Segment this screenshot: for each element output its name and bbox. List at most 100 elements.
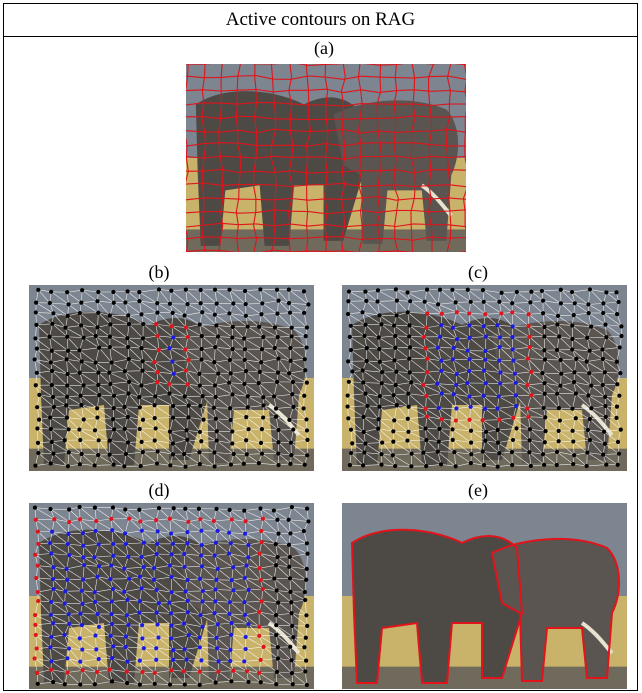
- rag-edge: [527, 358, 543, 374]
- rag-edge: [199, 637, 218, 649]
- boundary-row: [186, 142, 466, 147]
- rag-node: [604, 462, 609, 467]
- rag-edge: [109, 669, 127, 672]
- rag-edge: [261, 314, 276, 328]
- rag-node: [301, 289, 307, 294]
- rag-edge: [35, 622, 54, 626]
- rag-edge: [229, 509, 245, 511]
- rag-edge: [127, 416, 140, 430]
- rag-node: [288, 589, 293, 594]
- rag-node: [231, 451, 236, 457]
- rag-edge: [37, 681, 54, 685]
- rag-edge: [469, 419, 483, 421]
- rag-node: [556, 439, 561, 444]
- rag-edge: [394, 418, 408, 421]
- rag-node: [122, 426, 127, 431]
- interior-node: [214, 635, 219, 640]
- rag-edge: [407, 440, 424, 453]
- rag-node: [198, 403, 203, 408]
- rag-node: [275, 517, 280, 522]
- rag-edge: [393, 325, 410, 337]
- rag-edge: [124, 393, 129, 407]
- rag-edge: [50, 647, 69, 649]
- rag-node: [288, 644, 293, 649]
- rag-edge: [199, 463, 215, 467]
- rag-edge: [173, 373, 188, 385]
- rag-node: [586, 393, 591, 398]
- rag-edge: [54, 518, 70, 523]
- rag-edge: [214, 555, 219, 569]
- rag-node: [107, 344, 112, 350]
- rag-edge: [124, 518, 130, 534]
- rag-node: [34, 322, 39, 327]
- rag-edge: [97, 327, 111, 337]
- rag-edge: [347, 393, 366, 396]
- rag-edge: [52, 531, 69, 535]
- rag-edge: [246, 439, 262, 444]
- rag-node: [261, 395, 266, 400]
- rag-edge: [278, 453, 292, 456]
- rag-node: [360, 463, 366, 468]
- rag-edge: [185, 370, 189, 385]
- rag-edge: [140, 452, 144, 467]
- rag-edge: [603, 303, 618, 315]
- rag-edge: [483, 301, 502, 314]
- rag-edge: [229, 313, 246, 317]
- rag-node: [289, 334, 294, 339]
- contour-node: [525, 382, 530, 387]
- rag-node: [600, 347, 605, 352]
- rag-edge: [125, 509, 141, 522]
- rag-edge: [542, 313, 545, 328]
- rag-edge: [39, 394, 54, 398]
- interior-node: [199, 564, 205, 569]
- rag-edge: [34, 507, 55, 520]
- rag-edge: [36, 372, 53, 386]
- rag-edge: [291, 506, 308, 509]
- rag-node: [256, 461, 261, 466]
- rag-node: [539, 288, 545, 294]
- rag-node: [614, 359, 619, 364]
- rag-edge: [98, 657, 113, 660]
- rag-edge: [531, 393, 545, 396]
- rag-node: [77, 310, 82, 316]
- rag-node: [261, 334, 266, 340]
- rag-edge: [66, 568, 84, 580]
- rag-node: [126, 356, 131, 362]
- rag-edge: [438, 407, 457, 421]
- rag-edge: [407, 418, 426, 429]
- rag-node: [110, 417, 116, 422]
- rag-edge: [50, 601, 69, 615]
- interior-node: [171, 335, 176, 340]
- rag-edge: [605, 324, 607, 338]
- interior-node: [92, 599, 98, 605]
- rag-edge: [216, 508, 232, 520]
- rag-edge: [169, 518, 188, 533]
- rag-node: [140, 336, 146, 341]
- rag-edge: [470, 430, 487, 433]
- rag-node: [276, 356, 281, 361]
- rag-edge: [499, 451, 513, 454]
- rag-edge: [531, 371, 545, 384]
- rag-node: [364, 358, 369, 364]
- rag-edge: [394, 358, 410, 361]
- rag-edge: [35, 312, 54, 314]
- rag-edge: [173, 370, 187, 375]
- rag-edge: [185, 370, 201, 386]
- rag-edge: [573, 463, 587, 467]
- rag-edge: [184, 647, 200, 650]
- rag-node: [245, 394, 250, 399]
- interior-node: [96, 564, 102, 569]
- rag-node: [124, 680, 130, 686]
- rag-edge: [426, 370, 442, 373]
- rag-edge: [572, 418, 577, 431]
- rag-edge: [51, 623, 54, 637]
- interior-node: [51, 586, 56, 592]
- interior-node: [197, 576, 203, 581]
- rag-edge: [97, 613, 113, 625]
- rag-edge: [528, 325, 545, 337]
- rag-edge: [258, 314, 262, 327]
- rag-node: [604, 335, 609, 340]
- rag-edge: [66, 359, 80, 373]
- rag-node: [570, 347, 575, 352]
- rag-edge: [200, 302, 216, 315]
